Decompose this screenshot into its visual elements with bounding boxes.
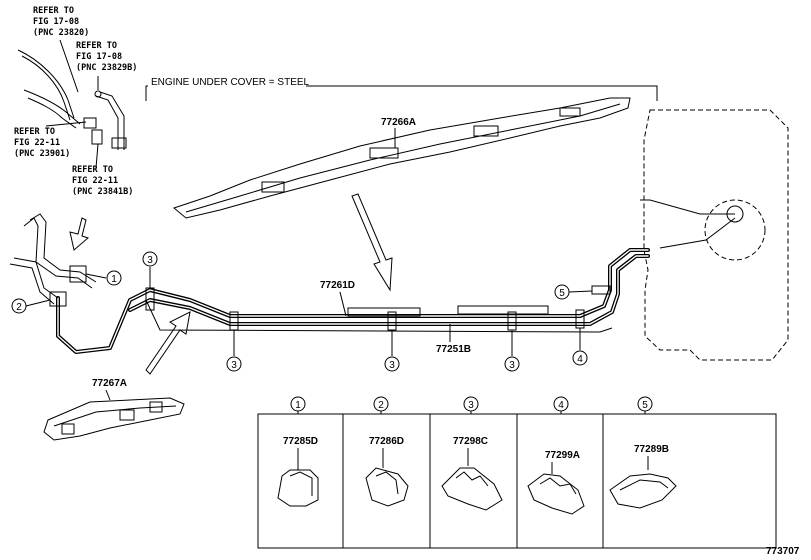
ref-1-line2: FIG 17-08 (33, 17, 79, 27)
ref-2-line3: (PNC 23829B) (76, 63, 137, 73)
ref-1-line3: (PNC 23820) (33, 28, 89, 38)
engine-under-cover-upper: 77266A (172, 97, 631, 219)
arrow-down-icon (351, 193, 393, 292)
clamp-table (257, 413, 777, 549)
svg-text:3: 3 (509, 360, 515, 371)
clamp-part-77286D: 77286D (369, 436, 404, 447)
clamp-table-col-4: 4 77299A (527, 396, 585, 515)
figure-id: 773707 (766, 546, 800, 557)
clamp-part-77298C: 77298C (453, 436, 488, 447)
label-77267A: 77267A (92, 378, 127, 389)
engine-under-cover-lower: 77267A (43, 378, 185, 441)
clamp-part-77299A: 77299A (545, 450, 580, 461)
svg-text:4: 4 (577, 354, 583, 365)
svg-text:5: 5 (642, 400, 648, 411)
svg-text:5: 5 (559, 288, 565, 299)
engine-under-cover-note: ENGINE UNDER COVER = STEEL (145, 75, 658, 101)
clamp-table-col-3: 3 77298C (441, 396, 503, 511)
ref-4-line3: (PNC 23841B) (72, 187, 133, 197)
callout-3-a: 3 (142, 251, 158, 288)
svg-text:4: 4 (558, 400, 564, 411)
callout-4: 4 (572, 328, 588, 366)
filler-neck (9, 213, 97, 307)
label-77266A: 77266A (381, 117, 416, 128)
svg-text:3: 3 (389, 360, 395, 371)
clamp-part-77285D: 77285D (283, 436, 318, 447)
svg-text:3: 3 (468, 400, 474, 411)
ref-4-line1: REFER TO (72, 165, 113, 175)
ref-3-line1: REFER TO (14, 127, 55, 137)
callout-3-b: 3 (226, 330, 242, 372)
ref-3-line3: (PNC 23901) (14, 149, 70, 159)
ref-2-line2: FIG 17-08 (76, 52, 122, 62)
callout-3-d: 3 (504, 330, 520, 372)
label-77251B: 77251B (436, 344, 471, 355)
callout-5: 5 (554, 284, 593, 300)
note-text: ENGINE UNDER COVER = STEEL (151, 77, 310, 88)
callout-3-c: 3 (384, 330, 400, 372)
reference-note-2: REFER TO FIG 17-08 (PNC 23829B) (76, 41, 137, 73)
arrow-up-right-icon (145, 311, 191, 375)
clamp-part-77289B: 77289B (634, 444, 669, 455)
fuel-tube-main: 77261D 77251B (56, 248, 650, 355)
ref-2-line1: REFER TO (76, 41, 117, 51)
svg-text:1: 1 (295, 400, 301, 411)
svg-text:3: 3 (231, 360, 237, 371)
reference-note-4: REFER TO FIG 22-11 (PNC 23841B) (72, 165, 133, 197)
clamp-table-col-5: 5 77289B (609, 396, 677, 509)
engine-hose-group (17, 39, 127, 169)
fuel-tank (640, 109, 789, 361)
clamp-table-col-2: 2 77286D (365, 396, 409, 507)
svg-text:3: 3 (147, 255, 153, 266)
svg-text:2: 2 (16, 302, 22, 313)
label-77261D: 77261D (320, 280, 355, 291)
svg-text:1: 1 (111, 274, 117, 285)
reference-note-1: REFER TO FIG 17-08 (PNC 23820) (33, 6, 89, 38)
arrow-down-left-icon (69, 217, 89, 251)
callout-2: 2 (11, 298, 51, 314)
ref-1-line1: REFER TO (33, 6, 74, 16)
clamp-table-col-1: 1 77285D (277, 396, 319, 507)
svg-text:2: 2 (378, 400, 384, 411)
callout-1: 1 (85, 270, 122, 286)
reference-note-3: REFER TO FIG 22-11 (PNC 23901) (14, 127, 70, 159)
ref-4-line2: FIG 22-11 (72, 176, 118, 186)
ref-3-line2: FIG 22-11 (14, 138, 60, 148)
